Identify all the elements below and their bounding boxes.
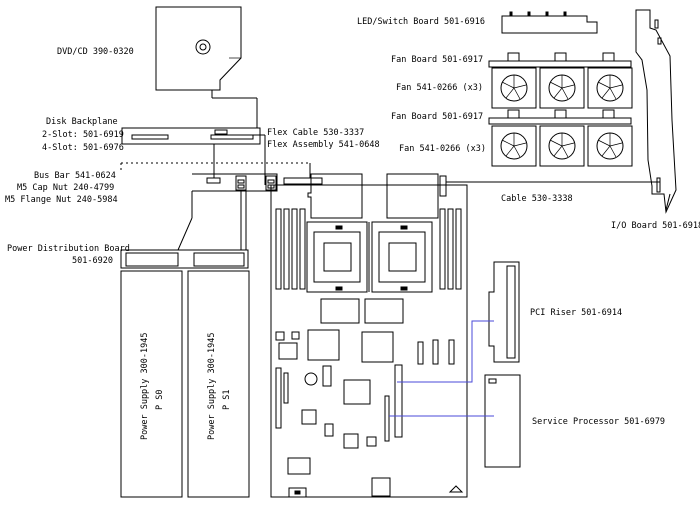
bus-bar xyxy=(177,163,323,251)
pci-riser-connection xyxy=(397,320,494,383)
disk-backplane-label: Disk Backplane xyxy=(46,117,118,127)
dvd-label: DVD/CD 390-0320 xyxy=(57,47,134,57)
psu0-id: P S0 xyxy=(155,390,165,410)
led-switch-board xyxy=(501,11,598,34)
m5-cap-nut-label: M5 Cap Nut 240-4799 xyxy=(17,183,114,193)
psu1-label: Power Supply 300-1945 xyxy=(207,333,217,440)
cable-label: Cable 530-3338 xyxy=(501,194,573,204)
bus-bar-label: Bus Bar 541-0624 xyxy=(34,171,116,181)
service-processor xyxy=(484,374,521,468)
disk-backplane-4slot-label: 4-Slot: 501-6976 xyxy=(42,143,124,153)
fan-1-label: Fan 541-0266 (x3) xyxy=(396,83,483,93)
fan-board-2-label: Fan Board 501-6917 xyxy=(391,112,483,122)
power-supply-1 xyxy=(187,270,250,498)
pdb-label-line2: 501-6920 xyxy=(72,256,113,266)
fan-board-1 xyxy=(488,52,632,68)
psu1-id: P S1 xyxy=(222,390,232,410)
led-switch-label: LED/Switch Board 501-6916 xyxy=(357,17,485,27)
m5-flange-nut-label: M5 Flange Nut 240-5984 xyxy=(5,195,118,205)
power-distribution-board xyxy=(120,249,249,269)
fan-board-1-label: Fan Board 501-6917 xyxy=(391,55,483,65)
pci-riser xyxy=(488,261,520,363)
fan-row-2 xyxy=(491,125,633,167)
flex-assembly-label: Flex Assembly 541-0648 xyxy=(267,140,380,150)
pci-riser-label: PCI Riser 501-6914 xyxy=(530,308,622,318)
service-processor-label: Service Processor 501-6979 xyxy=(532,417,665,427)
fan-row-1 xyxy=(491,67,633,109)
power-supply-0 xyxy=(120,270,183,498)
dvd-drive xyxy=(155,6,258,128)
psu0-label: Power Supply 300-1945 xyxy=(140,333,150,440)
pdb-label-line1: Power Distribution Board xyxy=(7,244,130,254)
io-board xyxy=(635,9,677,214)
io-board-label: I/O Board 501-6918 xyxy=(611,221,700,231)
disk-backplane-2slot-label: 2-Slot: 501-6919 xyxy=(42,130,124,140)
disk-backplane xyxy=(121,127,266,185)
motherboard xyxy=(270,173,468,498)
fan-board-2 xyxy=(488,109,632,125)
fan-2-label: Fan 541-0266 (x3) xyxy=(399,144,486,154)
flex-cable-label: Flex Cable 530-3337 xyxy=(267,128,364,138)
